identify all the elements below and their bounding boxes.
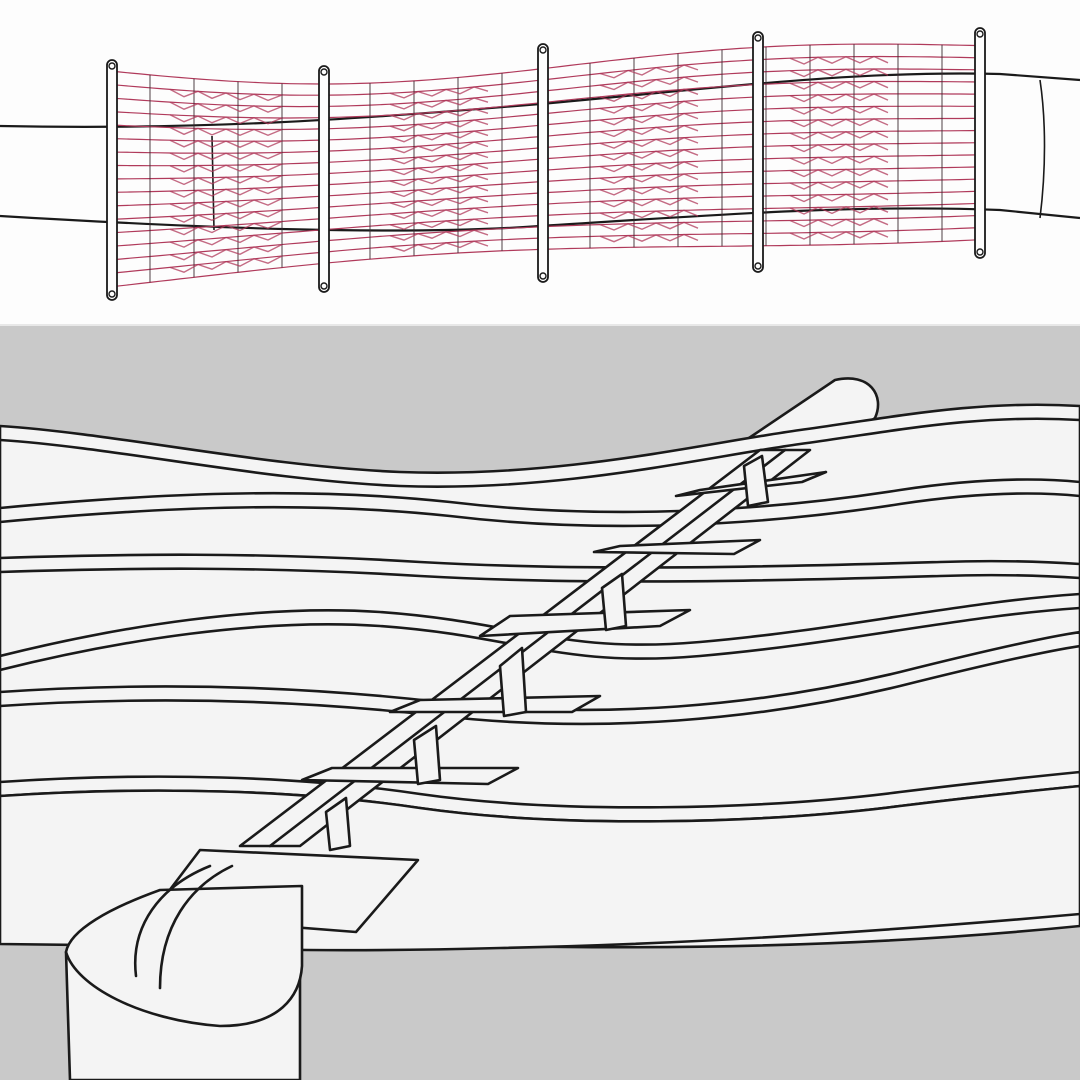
hatch-stroke bbox=[389, 229, 489, 241]
support-posts bbox=[106, 27, 986, 301]
hatch-stroke bbox=[599, 161, 699, 173]
hatch-stroke bbox=[389, 97, 489, 110]
hatch-stroke bbox=[599, 76, 699, 91]
front-cap-groove-2 bbox=[158, 864, 234, 990]
hatch-stroke bbox=[789, 143, 889, 153]
hatch-stroke bbox=[169, 243, 283, 261]
hatch-stroke bbox=[389, 163, 489, 176]
sheet-layer-2-edge bbox=[0, 492, 1080, 528]
hatch-stroke bbox=[789, 80, 889, 90]
hatch-stroke bbox=[789, 68, 889, 78]
hatch-stroke bbox=[789, 118, 889, 128]
bottom-sketch-drawing bbox=[0, 377, 1080, 1080]
hatch-stroke bbox=[169, 126, 283, 137]
sheet-layer-5-edge bbox=[0, 644, 1080, 726]
hatch-stroke bbox=[599, 112, 699, 126]
hatch-stroke bbox=[389, 207, 489, 219]
weave-hatching bbox=[169, 55, 889, 273]
hatch-stroke bbox=[789, 55, 889, 65]
hatch-stroke bbox=[389, 174, 489, 187]
hatch-stroke bbox=[169, 197, 283, 211]
hatch-stroke bbox=[389, 152, 489, 165]
post-bolt bbox=[976, 248, 984, 256]
hatch-stroke bbox=[599, 88, 699, 102]
hatch-stroke bbox=[389, 130, 489, 143]
hatch-stroke bbox=[389, 108, 489, 121]
hatch-stroke bbox=[789, 93, 889, 103]
hatch-stroke bbox=[789, 230, 889, 240]
hatch-stroke bbox=[389, 196, 489, 209]
hatch-stroke bbox=[169, 151, 283, 161]
post-bolt bbox=[320, 68, 328, 76]
fin-wall-2 bbox=[600, 572, 628, 632]
hatch-stroke bbox=[599, 100, 699, 114]
hatch-stroke bbox=[789, 180, 889, 190]
support-post bbox=[106, 59, 118, 301]
support-post bbox=[752, 31, 764, 273]
hatch-stroke bbox=[789, 168, 889, 178]
hatch-stroke bbox=[599, 209, 699, 220]
post-bolt bbox=[539, 272, 547, 280]
hatch-stroke bbox=[389, 218, 489, 230]
fin-wall-3 bbox=[498, 646, 528, 718]
top-sketch-drawing bbox=[0, 27, 1080, 301]
hatch-stroke bbox=[389, 141, 489, 154]
hatch-stroke bbox=[789, 130, 889, 140]
panel-divider bbox=[0, 324, 1080, 327]
hatch-stroke bbox=[169, 101, 283, 113]
hatch-stroke bbox=[169, 186, 283, 198]
fin-wall-4 bbox=[412, 724, 442, 786]
support-post bbox=[318, 65, 330, 293]
hatch-stroke bbox=[789, 218, 889, 228]
hatch-stroke bbox=[789, 193, 889, 203]
post-bolt bbox=[108, 62, 116, 70]
hatch-stroke bbox=[389, 119, 489, 132]
fin-wall-5 bbox=[324, 796, 352, 852]
support-post bbox=[974, 27, 986, 259]
hatch-stroke bbox=[169, 88, 283, 102]
hatch-stroke bbox=[599, 64, 699, 79]
hatch-stroke bbox=[789, 105, 889, 115]
hatch-stroke bbox=[169, 209, 283, 223]
hatch-stroke bbox=[599, 185, 699, 196]
post-bolt bbox=[754, 262, 762, 270]
post-bolt bbox=[754, 34, 762, 42]
hatch-stroke bbox=[169, 139, 283, 148]
sheet-layer-1-edge bbox=[0, 417, 1080, 488]
post-bolt bbox=[320, 282, 328, 290]
post-bolt bbox=[539, 46, 547, 54]
hatch-stroke bbox=[169, 220, 283, 236]
hatch-stroke bbox=[169, 232, 283, 248]
bottom-sketch-panel bbox=[0, 326, 1080, 1080]
cross-tab-5 bbox=[300, 766, 520, 786]
post-bolt bbox=[976, 30, 984, 38]
fin-wall-1 bbox=[742, 454, 770, 508]
hatch-stroke bbox=[599, 124, 699, 138]
hatch-stroke bbox=[789, 205, 889, 215]
hatch-stroke bbox=[389, 86, 489, 99]
hatch-stroke bbox=[789, 155, 889, 165]
hatch-stroke bbox=[389, 240, 489, 252]
hatch-stroke bbox=[599, 197, 699, 208]
hatch-stroke bbox=[169, 163, 283, 173]
hatch-stroke bbox=[599, 221, 699, 231]
front-cap-groove bbox=[133, 864, 212, 978]
hatch-stroke bbox=[599, 149, 699, 161]
hatch-stroke bbox=[599, 136, 699, 149]
right-end-cap bbox=[1039, 79, 1046, 219]
hatch-stroke bbox=[599, 173, 699, 184]
front-spine-cap bbox=[64, 884, 304, 1028]
post-bolt bbox=[108, 290, 116, 298]
hatch-stroke bbox=[169, 174, 283, 186]
cross-tab-3 bbox=[478, 608, 692, 638]
hatch-stroke bbox=[389, 185, 489, 198]
hatch-stroke bbox=[599, 233, 699, 243]
hatch-stroke bbox=[169, 255, 283, 273]
hatch-stroke bbox=[169, 114, 283, 125]
support-post bbox=[537, 43, 549, 283]
cross-tab-2 bbox=[592, 538, 762, 556]
top-sketch-panel bbox=[0, 0, 1080, 326]
